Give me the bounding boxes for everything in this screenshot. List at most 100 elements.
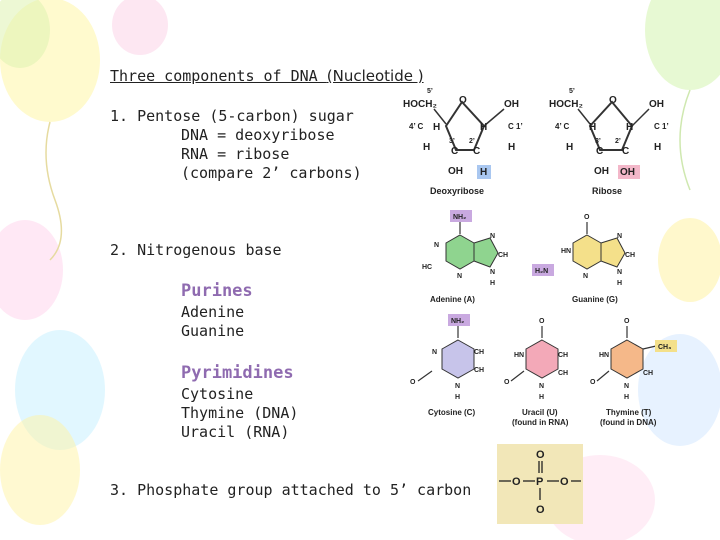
svg-text:3’: 3’: [595, 138, 601, 145]
svg-text:N: N: [432, 349, 437, 356]
adenine-structure: NH₂ N HC N N CH N H Adenine (A): [422, 210, 508, 304]
balloon-decoration: [0, 0, 50, 68]
ribose-structure: 5’ HOCH₂ O OH 4’ C C 1’ H H 3’ 2’ H H C …: [549, 88, 669, 196]
section1-line: DNA = deoxyribose: [181, 126, 335, 144]
balloon-decoration: [112, 0, 168, 55]
pyrimidine-item: Cytosine: [181, 385, 254, 403]
svg-text:OH: OH: [448, 166, 463, 177]
svg-text:N: N: [490, 269, 495, 276]
balloon-decoration: [645, 0, 720, 90]
svg-text:H: H: [433, 122, 440, 133]
svg-text:C: C: [473, 146, 480, 157]
svg-text:N: N: [455, 383, 460, 390]
svg-text:5’: 5’: [427, 88, 433, 95]
uracil-note: (found in RNA): [512, 418, 569, 427]
adenine-label: Adenine (A): [430, 295, 475, 304]
cytosine-label: Cytosine (C): [428, 408, 475, 417]
svg-text:H: H: [624, 394, 629, 401]
svg-text:HN: HN: [599, 352, 609, 359]
svg-text:4’ C: 4’ C: [409, 122, 423, 131]
pyrimidine-item: Uracil (RNA): [181, 423, 290, 441]
guanine-label: Guanine (G): [572, 295, 618, 304]
svg-text:OH: OH: [504, 99, 519, 110]
svg-text:H: H: [626, 122, 633, 133]
svg-text:N: N: [617, 269, 622, 276]
svg-text:3’: 3’: [449, 138, 455, 145]
svg-text:CH₃: CH₃: [658, 344, 671, 351]
balloon-decoration: [0, 415, 80, 525]
svg-text:HN: HN: [514, 352, 524, 359]
balloon-decoration: [658, 218, 720, 302]
purines-heading: Purines: [181, 281, 253, 301]
thymine-structure: O CH₃ HN CH O N H Thymine (T) (found in …: [590, 318, 677, 427]
ribose-label: Ribose: [592, 186, 622, 196]
purine-item: Adenine: [181, 303, 245, 321]
svg-text:P: P: [536, 476, 543, 488]
svg-text:N: N: [617, 233, 622, 240]
purine-structures: NH₂ N HC N N CH N H Adenine (A) O HN H₂N…: [422, 210, 635, 304]
svg-text:C 1’: C 1’: [508, 122, 523, 131]
svg-text:HOCH₂: HOCH₂: [403, 99, 437, 110]
svg-text:H: H: [617, 280, 622, 287]
svg-text:NH₂: NH₂: [453, 214, 466, 221]
svg-text:O: O: [410, 379, 416, 386]
svg-text:N: N: [457, 273, 462, 280]
svg-text:O: O: [504, 379, 510, 386]
section1-line: RNA = ribose: [181, 145, 290, 163]
thymine-note: (found in DNA): [600, 418, 657, 427]
svg-text:H: H: [455, 394, 460, 401]
section1-heading: 1. Pentose (5-carbon) sugar: [110, 107, 354, 125]
svg-text:C 1’: C 1’: [654, 122, 669, 131]
svg-text:HOCH₂: HOCH₂: [549, 99, 583, 110]
svg-text:N: N: [539, 383, 544, 390]
deoxyribose-label: Deoxyribose: [430, 186, 484, 196]
thymine-label: Thymine (T): [606, 408, 652, 417]
svg-text:2’: 2’: [615, 138, 621, 145]
slide-title: Three components of DNA (Nucleotide ): [110, 67, 424, 85]
svg-text:H: H: [480, 167, 487, 178]
section1-line: (compare 2’ carbons): [181, 164, 362, 182]
svg-text:C: C: [596, 146, 603, 157]
svg-text:CH: CH: [498, 252, 508, 259]
cytosine-structure: NH₂ N CH CH O N H Cytosine (C): [410, 314, 484, 417]
pyrimidines-heading: Pyrimidines: [181, 363, 294, 383]
phosphate-background: [497, 444, 583, 524]
svg-text:OH: OH: [649, 99, 664, 110]
svg-text:4’ C: 4’ C: [555, 122, 569, 131]
deoxyribose-structure: 5’ HOCH₂ O OH 4’ C C 1’ H H 3’ 2’ H H C …: [403, 88, 523, 196]
svg-text:O: O: [539, 318, 545, 325]
svg-text:O: O: [609, 95, 617, 106]
svg-text:CH: CH: [625, 252, 635, 259]
svg-text:HN: HN: [561, 248, 571, 255]
pyrimidine-structures: NH₂ N CH CH O N H Cytosine (C) O HN CH C…: [410, 314, 677, 427]
balloon-decoration: [0, 220, 63, 320]
sugar-structures: 5’ HOCH₂ O OH 4’ C C 1’ H H 3’ 2’ H H C …: [403, 88, 669, 196]
guanine-structure: O HN H₂N N N CH N H Guanine (G): [532, 214, 635, 304]
balloon-string: [679, 89, 691, 191]
svg-text:H: H: [566, 142, 573, 153]
svg-text:HC: HC: [422, 264, 432, 271]
svg-text:2’: 2’: [469, 138, 475, 145]
svg-text:O: O: [459, 95, 467, 106]
title-paren: (Nucleotide ): [326, 67, 424, 85]
svg-text:H: H: [490, 280, 495, 287]
svg-text:CH: CH: [474, 349, 484, 356]
svg-text:CH: CH: [558, 352, 568, 359]
svg-text:O: O: [536, 504, 545, 516]
svg-text:N: N: [434, 242, 439, 249]
title-prefix: Three components of DNA: [110, 67, 327, 85]
svg-text:5’: 5’: [569, 88, 575, 95]
svg-text:OH: OH: [594, 166, 609, 177]
balloon-decoration: [638, 334, 720, 446]
svg-text:O: O: [536, 449, 545, 461]
balloon-string: [45, 121, 63, 261]
svg-text:O: O: [584, 214, 590, 221]
purine-item: Guanine: [181, 322, 245, 340]
svg-text:H: H: [539, 394, 544, 401]
phosphate-group: O O P O O: [497, 444, 583, 524]
svg-text:OH: OH: [620, 167, 635, 178]
svg-text:H: H: [508, 142, 515, 153]
svg-text:O: O: [512, 476, 521, 488]
svg-text:H: H: [654, 142, 661, 153]
